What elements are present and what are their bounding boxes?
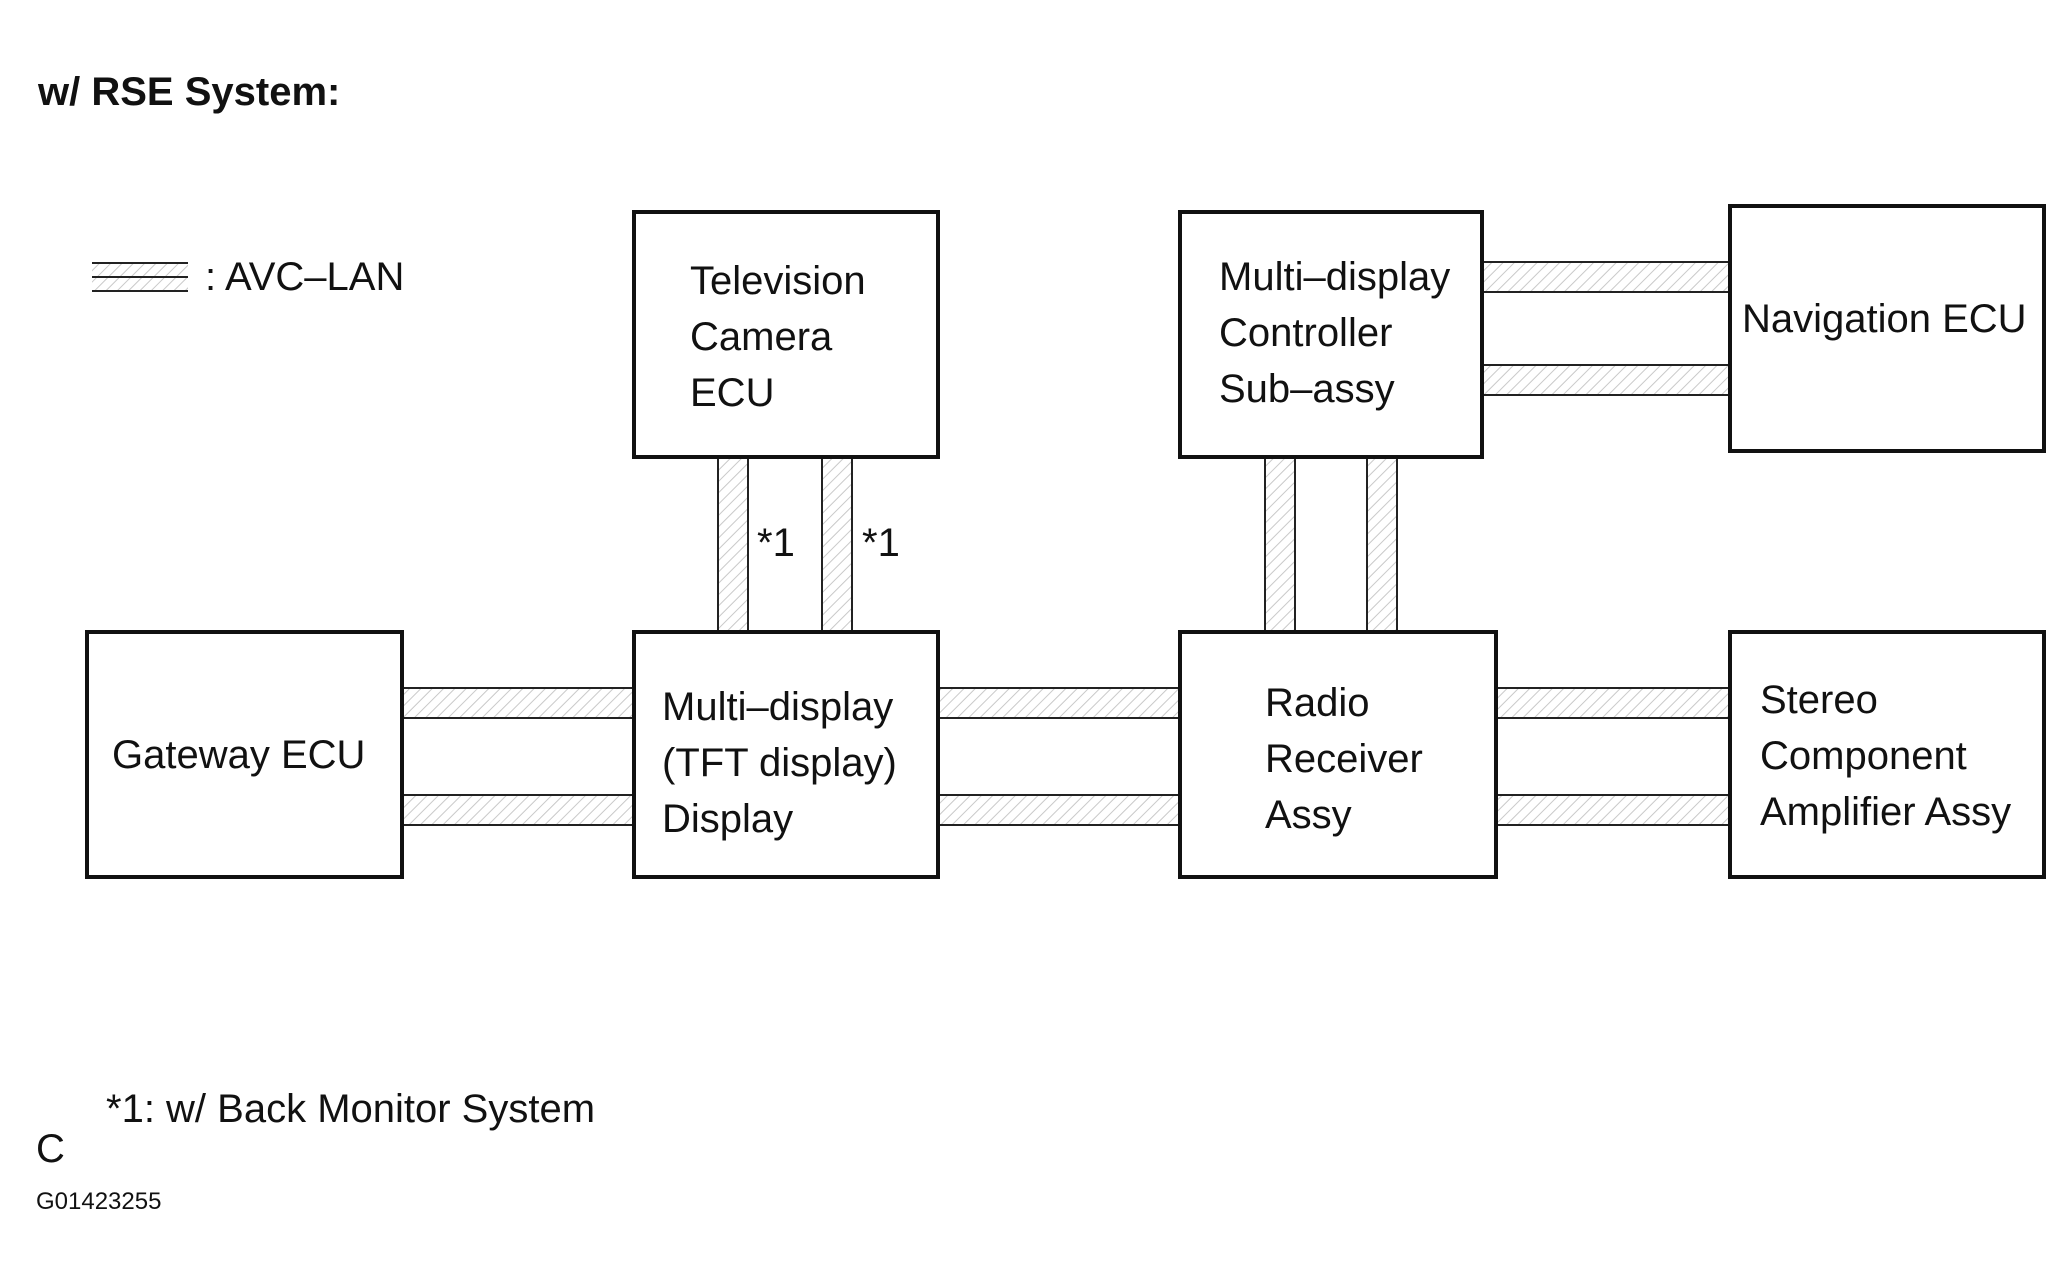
marker-right: *1 — [862, 521, 900, 565]
stereo-amplifier-box: Stereo Component Amplifier Assy — [1728, 630, 2046, 879]
multi-display-line-3: Display — [662, 797, 793, 841]
radio-receiver-line-1: Radio — [1265, 681, 1370, 725]
navigation-ecu-box: Navigation ECU — [1728, 204, 2046, 453]
bus-controller-navigation-bottom — [1482, 364, 1730, 396]
tv-camera-ecu-line-1: Television — [690, 259, 866, 303]
legend-bus-symbol — [92, 262, 188, 292]
bus-controller-radio-right — [1366, 457, 1398, 632]
multi-display-line-1: Multi–display — [662, 685, 893, 729]
footnote: *1: w/ Back Monitor System — [106, 1087, 595, 1131]
tv-camera-ecu-line-3: ECU — [690, 371, 774, 415]
md-controller-line-3: Sub–assy — [1219, 367, 1395, 411]
marker-left: *1 — [757, 521, 795, 565]
radio-receiver-box: Radio Receiver Assy — [1178, 630, 1498, 879]
bus-tvcamera-multidisplay-left — [717, 457, 749, 632]
bus-multidisplay-radio-top — [938, 687, 1180, 719]
stereo-amplifier-line-1: Stereo — [1760, 678, 1878, 722]
bus-controller-radio-left — [1264, 457, 1296, 632]
bus-multidisplay-radio-bottom — [938, 794, 1180, 826]
tv-camera-ecu-box: Television Camera ECU — [632, 210, 940, 459]
bus-gateway-multidisplay-top — [402, 687, 634, 719]
bus-radio-stereo-top — [1496, 687, 1730, 719]
bus-radio-stereo-bottom — [1496, 794, 1730, 826]
stereo-amplifier-line-2: Component — [1760, 734, 1967, 778]
bus-controller-navigation-top — [1482, 261, 1730, 293]
md-controller-line-2: Controller — [1219, 311, 1392, 355]
multi-display-line-2: (TFT display) — [662, 741, 897, 785]
bus-gateway-multidisplay-bottom — [402, 794, 634, 826]
gateway-ecu-label: Gateway ECU — [112, 733, 365, 777]
tv-camera-ecu-line-2: Camera — [690, 315, 833, 359]
code-letter: C — [36, 1127, 65, 1171]
bus-tvcamera-multidisplay-right — [821, 457, 853, 632]
gateway-ecu-box: Gateway ECU — [85, 630, 404, 879]
multi-display-box: Multi–display (TFT display) Display — [632, 630, 940, 879]
md-controller-line-1: Multi–display — [1219, 255, 1450, 299]
radio-receiver-line-3: Assy — [1265, 793, 1352, 837]
diagram-title: w/ RSE System: — [37, 70, 340, 114]
md-controller-box: Multi–display Controller Sub–assy — [1178, 210, 1484, 459]
legend: : AVC–LAN — [92, 255, 404, 299]
navigation-ecu-label: Navigation ECU — [1742, 297, 2027, 341]
legend-label: : AVC–LAN — [205, 255, 404, 299]
stereo-amplifier-line-3: Amplifier Assy — [1760, 790, 2011, 834]
figure-id: G01423255 — [36, 1188, 161, 1215]
radio-receiver-line-2: Receiver — [1265, 737, 1423, 781]
